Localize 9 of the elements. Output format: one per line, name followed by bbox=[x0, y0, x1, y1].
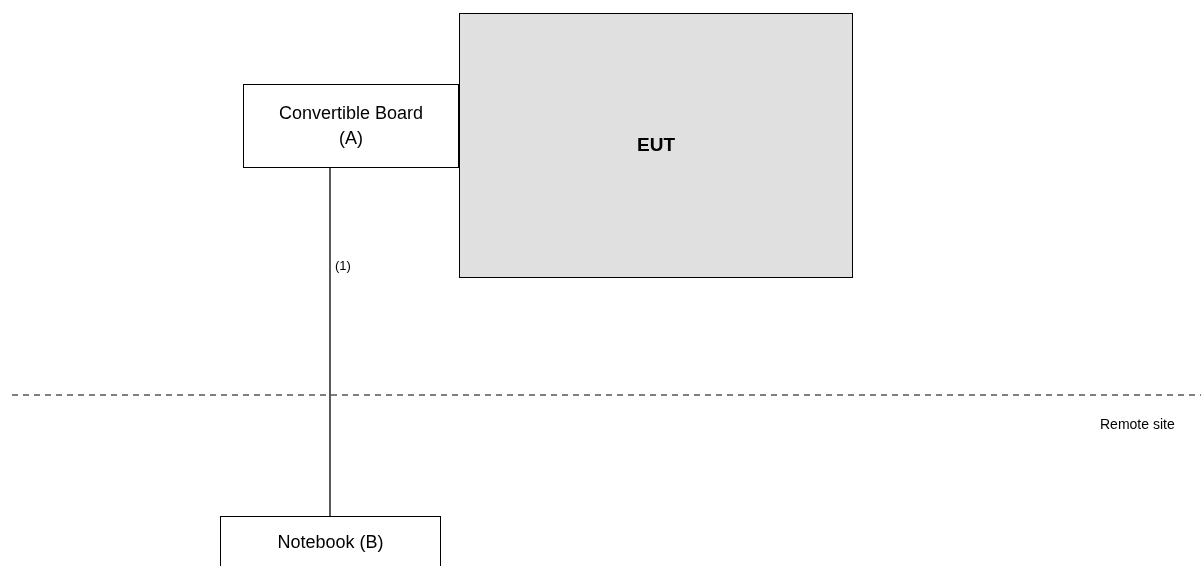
edge-label: (1) bbox=[335, 257, 351, 275]
device-box bbox=[243, 84, 459, 168]
connector-line bbox=[329, 167, 331, 517]
equipment-box bbox=[459, 13, 853, 278]
node-label: Convertible Board (A) bbox=[277, 102, 425, 150]
node-label: EUT bbox=[637, 133, 675, 158]
zone-label: Remote site bbox=[1100, 415, 1175, 434]
device-box bbox=[220, 516, 441, 566]
node-label: Notebook (B) bbox=[277, 530, 384, 554]
